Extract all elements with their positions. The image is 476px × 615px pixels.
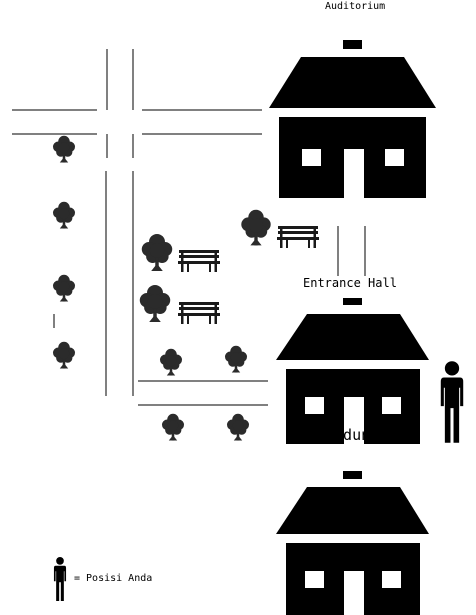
tree-icon (226, 413, 250, 441)
bench-icon (178, 250, 220, 272)
entrance-hall-building (276, 298, 429, 444)
tree-icon (224, 345, 248, 373)
legend-text: = Posisi Anda (74, 573, 153, 584)
entrance-hall-label: Entrance Hall (303, 276, 397, 290)
gedung-3-building (276, 471, 429, 615)
tree-icon (159, 348, 183, 376)
tree-icon (241, 209, 271, 246)
benches (178, 226, 319, 324)
tree-icon (139, 284, 171, 322)
tree-icon (52, 341, 76, 369)
auditorium-building (269, 40, 436, 198)
tree-icon (52, 274, 76, 302)
trees (52, 135, 271, 441)
tree-icon (52, 201, 76, 229)
road-lines (12, 49, 366, 406)
tree-icon (141, 233, 173, 271)
you-are-here-person-icon (440, 361, 464, 443)
legend-person-icon (53, 557, 67, 601)
gedung-3-label: Gedung 3 (325, 426, 398, 444)
tree-icon (161, 413, 185, 441)
bench-icon (178, 302, 220, 324)
auditorium-label: Auditorium (325, 1, 386, 12)
tree-icon (52, 135, 76, 163)
bench-icon (277, 226, 319, 248)
